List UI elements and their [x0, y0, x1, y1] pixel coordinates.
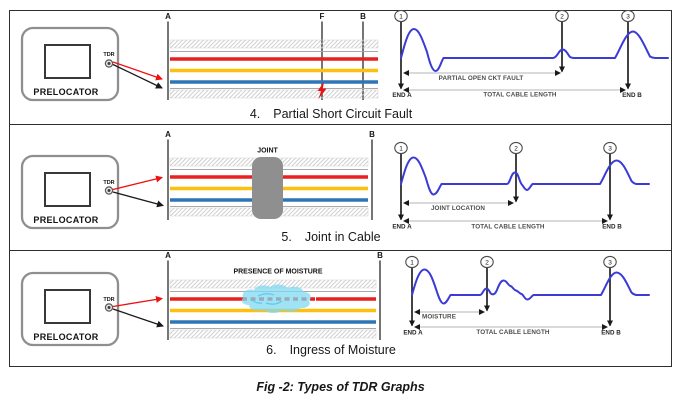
cable-diagram: A B PRESENCE OF MOISTURE: [165, 251, 383, 340]
black-test-lead-arrow: [112, 63, 163, 89]
joint-label: JOINT: [257, 148, 278, 155]
tdr-graph: 1 2 3 MOISTURE END A TOTAL CABLE LENGTH …: [403, 255, 650, 337]
cable-point-b-label: B: [377, 251, 383, 260]
prelocator-device: TDR PRELOCATOR: [20, 26, 120, 102]
moisture-cloud: [241, 284, 311, 313]
joint-location-label: JOINT LOCATION: [431, 205, 485, 212]
red-test-lead-arrow: [112, 175, 163, 191]
row-divider: [8, 123, 672, 125]
section-number: 4.: [249, 107, 261, 121]
cable-point-a-label: A: [165, 130, 171, 139]
row-divider: [8, 249, 672, 251]
end-b-label: END B: [602, 224, 622, 231]
section-number: 6.: [266, 343, 277, 357]
cable-point-b-label: B: [369, 130, 375, 139]
waveform-trace: [411, 268, 650, 305]
cable-point-a-label: A: [165, 12, 171, 21]
device-name-label: PRELOCATOR: [33, 215, 98, 225]
tdr-port-label: TDR: [103, 52, 114, 58]
fault-distance-label: PARTIAL OPEN CKT FAULT: [439, 75, 524, 82]
marker-1-number: 1: [399, 145, 403, 152]
marker-3-number: 3: [608, 259, 612, 266]
device-screen: [44, 44, 91, 79]
total-length-label: TOTAL CABLE LENGTH: [471, 224, 545, 231]
cable-sheath-bottom: [169, 89, 379, 99]
cable-point-f-label: F: [320, 12, 325, 21]
total-length-label: TOTAL CABLE LENGTH: [476, 329, 550, 336]
black-test-lead-arrow: [112, 191, 164, 208]
marker-2-circle: [480, 255, 494, 269]
prelocator-device: TDR PRELOCATOR: [20, 271, 120, 347]
marker-3-circle: [603, 255, 617, 269]
fault-lightning-icon: [317, 82, 327, 99]
figure-caption: Fig -2: Types of TDR Graphs: [256, 380, 425, 394]
cable-point-b-label: B: [360, 12, 366, 21]
cable-diagram: A B JOINT: [165, 130, 375, 220]
marker-1-circle: [394, 10, 408, 23]
tdr-graph: 1 2 3 JOINT LOCATION END A TOTAL CABLE L…: [392, 141, 650, 231]
marker-2-number: 2: [485, 259, 489, 266]
end-a-label: END A: [403, 330, 423, 337]
marker-2-number: 2: [560, 13, 564, 20]
section-partial-short-circuit-diagram: TDR PRELOCATOR A F B: [20, 10, 669, 102]
section-caption-partial-short-circuit: 4. Partial Short Circuit Fault: [0, 107, 662, 121]
marker-3-circle: [603, 141, 617, 155]
tdr-graph: 1 2 3 PARTIAL OPEN CKT FAULT END A TOTAL…: [392, 10, 669, 99]
marker-1-number: 1: [410, 259, 414, 266]
section-joint-in-cable-diagram: TDR PRELOCATOR A B JOINT: [20, 130, 650, 231]
section-number: 5.: [281, 230, 292, 244]
prelocator-device: TDR PRELOCATOR: [20, 154, 120, 230]
cable-point-a-label: A: [165, 251, 171, 260]
section-caption-joint-in-cable: 5. Joint in Cable: [0, 230, 662, 244]
marker-3-number: 3: [626, 13, 630, 20]
waveform-trace: [400, 156, 650, 196]
end-b-label: END B: [601, 330, 621, 337]
marker-3-circle: [621, 10, 635, 23]
marker-1-number: 1: [399, 13, 403, 20]
marker-2-circle: [555, 10, 569, 23]
waveform-trace: [400, 28, 669, 72]
tdr-port-label: TDR: [103, 180, 114, 186]
marker-1-circle: [394, 141, 408, 155]
device-name-label: PRELOCATOR: [33, 87, 98, 97]
red-test-lead-arrow: [112, 296, 163, 308]
red-test-lead-arrow: [112, 61, 163, 81]
moisture-cloud-scribble: [251, 293, 283, 305]
marker-3-number: 3: [608, 145, 612, 152]
marker-2-circle: [509, 141, 523, 155]
black-test-lead-arrow: [112, 308, 164, 328]
device-screen: [44, 172, 91, 207]
section-caption-ingress-of-moisture: 6. Ingress of Moisture: [0, 343, 662, 357]
cable-sheath-top: [169, 39, 379, 49]
marker-2-number: 2: [514, 145, 518, 152]
device-name-label: PRELOCATOR: [33, 332, 98, 342]
end-a-label: END A: [392, 224, 412, 231]
end-b-label: END B: [622, 92, 642, 99]
joint-block: [252, 157, 283, 219]
figure-border: [8, 10, 672, 367]
device-screen: [44, 289, 91, 324]
cable-sheath-bottom: [169, 329, 377, 339]
cable-diagram: A F B: [165, 12, 379, 100]
section-title: Ingress of Moisture: [289, 343, 396, 357]
section-ingress-of-moisture-diagram: TDR PRELOCATOR A B PRESENCE OF MOISTURE: [20, 251, 650, 347]
moisture-distance-label: MOISTURE: [422, 314, 456, 321]
section-title: Partial Short Circuit Fault: [273, 107, 413, 121]
moisture-presence-label: PRESENCE OF MOISTURE: [233, 269, 322, 276]
tdr-port-label: TDR: [103, 297, 114, 303]
marker-1-circle: [405, 255, 419, 269]
total-length-label: TOTAL CABLE LENGTH: [483, 92, 557, 99]
end-a-label: END A: [392, 92, 412, 99]
section-title: Joint in Cable: [304, 230, 381, 244]
